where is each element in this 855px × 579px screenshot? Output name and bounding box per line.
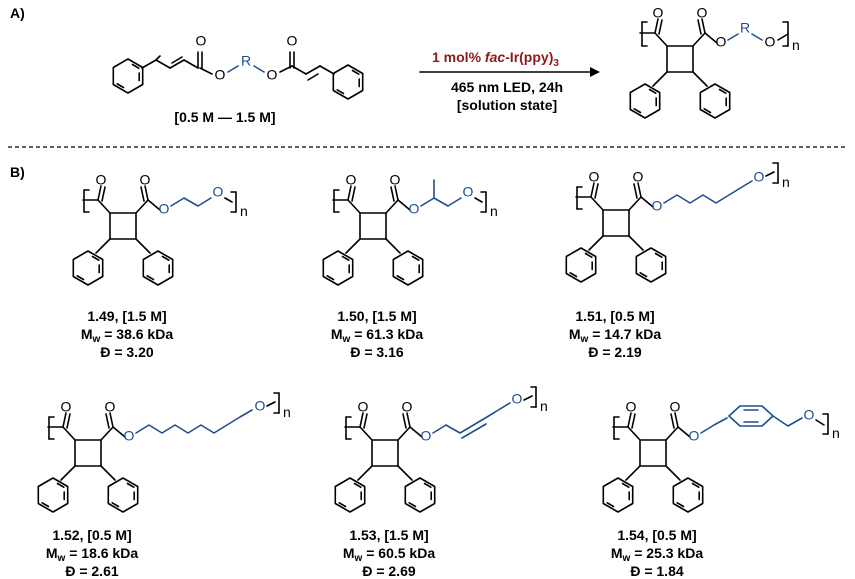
oxygen-atom: O (765, 34, 776, 50)
svg-text:Mw = 38.6 kDa: Mw = 38.6 kDa (81, 326, 173, 345)
panel-a-label: A) (10, 5, 25, 21)
polymer-label-1-50: 1.50, [1.5 M] Mw = 61.3 kDa Đ = 3.16 (331, 308, 423, 360)
oxygen-atom: O (716, 34, 727, 50)
polymer-label-1-53: 1.53, [1.5 M] Mw = 60.5 kDa Đ = 2.69 (343, 527, 435, 579)
repeat-unit-n: n (540, 398, 548, 414)
arrow-head (590, 67, 600, 77)
product-structure: O O O R O n (630, 5, 800, 118)
oxygen-atom: O (215, 67, 226, 83)
svg-text:1.54, [0.5 M]: 1.54, [0.5 M] (617, 527, 696, 543)
condition-light: 465 nm LED, 24h (451, 79, 563, 95)
oxygen-atom: O (390, 172, 401, 188)
oxygen-atom: O (804, 407, 815, 423)
oxygen-atom: O (96, 172, 107, 188)
oxygen-atom: O (124, 428, 135, 444)
oxygen-atom: O (402, 399, 413, 415)
oxygen-atom: O (287, 33, 298, 49)
oxygen-atom: O (213, 184, 224, 200)
oxygen-atom: O (140, 172, 151, 188)
repeat-unit-n: n (490, 203, 498, 219)
svg-text:Đ = 1.84: Đ = 1.84 (630, 563, 684, 579)
polymer-label-1-51: 1.51, [0.5 M] Mw = 14.7 kDa Đ = 2.19 (569, 308, 661, 360)
oxygen-atom: O (255, 398, 266, 414)
r-group-label: R (740, 20, 750, 36)
polymer-structure-1-53: O O O O n (335, 386, 548, 512)
oxygen-atom: O (421, 428, 432, 444)
polymer-label-1-52: 1.52, [0.5 M] Mw = 18.6 kDa Đ = 2.61 (46, 527, 138, 579)
oxygen-atom: O (196, 33, 207, 49)
repeat-unit-n: n (782, 174, 790, 190)
polymer-label-1-49: 1.49, [1.5 M] Mw = 38.6 kDa Đ = 3.20 (81, 308, 173, 360)
polymer-structure-1-52: O O O O n (38, 392, 291, 512)
svg-text:Đ = 3.20: Đ = 3.20 (100, 344, 154, 360)
oxygen-atom: O (267, 67, 278, 83)
svg-text:1.53, [1.5 M]: 1.53, [1.5 M] (349, 527, 428, 543)
oxygen-atom: O (105, 399, 116, 415)
svg-text:Mw = 18.6 kDa: Mw = 18.6 kDa (46, 545, 138, 564)
oxygen-atom: O (653, 5, 664, 21)
oxygen-atom: O (652, 198, 663, 214)
oxygen-atom: O (589, 169, 600, 185)
svg-text:Mw = 60.5 kDa: Mw = 60.5 kDa (343, 545, 435, 564)
svg-text:1.52, [0.5 M]: 1.52, [0.5 M] (52, 527, 131, 543)
polymer-structure-1-51: O O O O n (566, 162, 790, 282)
oxygen-atom: O (670, 399, 681, 415)
catalyst-label: 1 mol% fac-Ir(ppy)3 (432, 49, 559, 69)
oxygen-atom: O (61, 399, 72, 415)
oxygen-atom: O (689, 428, 700, 444)
oxygen-atom: O (512, 391, 523, 407)
repeat-unit-n: n (792, 37, 800, 53)
polymer-structure-1-54: O O O O n (603, 399, 840, 512)
condition-state: [solution state] (457, 97, 557, 113)
panel-b-label: B) (10, 164, 25, 180)
polymer-structure-1-50: O O O O n (323, 172, 498, 285)
r-group-label: R (241, 53, 251, 69)
monomer-structure: O O R O O (112, 33, 364, 100)
svg-text:1.49, [1.5 M]: 1.49, [1.5 M] (87, 308, 166, 324)
svg-text:Đ = 2.69: Đ = 2.69 (362, 563, 416, 579)
repeat-unit-n: n (240, 203, 248, 219)
svg-text:1.51, [0.5 M]: 1.51, [0.5 M] (575, 308, 654, 324)
svg-text:1.50, [1.5 M]: 1.50, [1.5 M] (337, 308, 416, 324)
oxygen-atom: O (626, 399, 637, 415)
svg-text:Mw = 14.7 kDa: Mw = 14.7 kDa (569, 326, 661, 345)
svg-text:Đ = 3.16: Đ = 3.16 (350, 344, 404, 360)
oxygen-atom: O (633, 169, 644, 185)
oxygen-atom: O (159, 201, 170, 217)
svg-text:Mw = 25.3 kDa: Mw = 25.3 kDa (611, 545, 703, 564)
polymer-structure-1-49: O O O O n (73, 172, 248, 285)
polymer-label-1-54: 1.54, [0.5 M] Mw = 25.3 kDa Đ = 1.84 (611, 527, 703, 579)
oxygen-atom: O (358, 399, 369, 415)
svg-text:Đ = 2.61: Đ = 2.61 (65, 563, 119, 579)
svg-text:Mw = 61.3 kDa: Mw = 61.3 kDa (331, 326, 423, 345)
oxygen-atom: O (346, 172, 357, 188)
oxygen-atom: O (463, 184, 474, 200)
oxygen-atom: O (754, 169, 765, 185)
oxygen-atom: O (409, 201, 420, 217)
repeat-unit-n: n (283, 404, 291, 420)
oxygen-atom: O (697, 5, 708, 21)
concentration-label: [0.5 M — 1.5 M] (174, 109, 275, 125)
repeat-unit-n: n (832, 425, 840, 441)
svg-text:Đ = 2.19: Đ = 2.19 (588, 344, 642, 360)
